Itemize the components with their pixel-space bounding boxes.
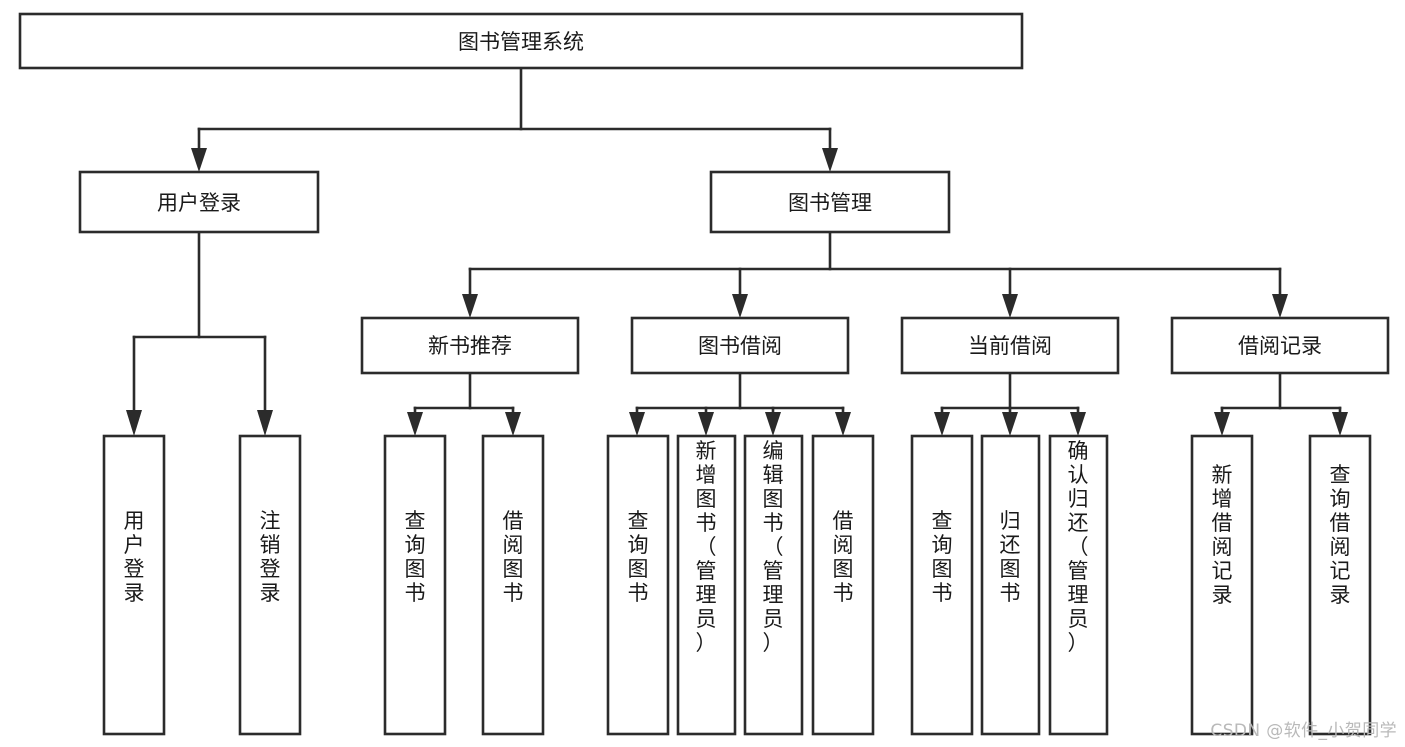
arrow-head-leaf-7 <box>765 412 781 436</box>
arrow-head-leaf-12 <box>1214 412 1230 436</box>
arrow-head-leaf-5 <box>629 412 645 436</box>
node-leaf-6[interactable]: 新增图书（管理员） <box>676 434 737 736</box>
node-leaf-10-box[interactable] <box>980 434 1041 736</box>
node-bookmgmt-box[interactable] <box>709 170 951 234</box>
arrow-head-newbook <box>462 294 478 318</box>
arrow-head-leaf-4 <box>505 412 521 436</box>
node-records-label: 借阅记录 <box>1238 334 1322 358</box>
arrow-head-bookmgmt <box>822 148 838 172</box>
node-leaf-4-box[interactable] <box>481 434 545 736</box>
node-leaf-13-box[interactable] <box>1308 434 1372 736</box>
node-current-box[interactable] <box>900 316 1120 375</box>
node-leaf-5-label: 查询图书 <box>628 509 649 605</box>
node-leaf-2[interactable]: 注销登录 <box>238 434 302 736</box>
arrow-head-leaf-6 <box>698 412 714 436</box>
node-leaf-7[interactable]: 编辑图书（管理员） <box>743 434 804 736</box>
node-newbook-label: 新书推荐 <box>428 334 512 358</box>
arrow-head-leaf-11 <box>1070 412 1086 436</box>
node-records-box[interactable] <box>1170 316 1390 375</box>
node-leaf-1[interactable]: 用户登录 <box>102 434 166 736</box>
node-borrow-label: 图书借阅 <box>698 334 782 358</box>
node-leaf-7-box[interactable] <box>743 434 804 736</box>
node-root[interactable]: 图书管理系统 <box>18 12 1024 70</box>
node-leaf-8-box[interactable] <box>811 434 875 736</box>
node-leaf-12-label: 新增借阅记录 <box>1212 463 1233 607</box>
node-leaf-3-box[interactable] <box>383 434 447 736</box>
node-login-box[interactable] <box>78 170 320 234</box>
node-newbook-box[interactable] <box>360 316 580 375</box>
node-leaf-2-box[interactable] <box>238 434 302 736</box>
node-borrow[interactable]: 图书借阅 <box>630 316 850 375</box>
node-current[interactable]: 当前借阅 <box>900 316 1120 375</box>
node-borrow-box[interactable] <box>630 316 850 375</box>
node-leaf-3-label: 查询图书 <box>405 509 426 605</box>
arrow-head-leaf-3 <box>407 412 423 436</box>
node-leaf-5-box[interactable] <box>606 434 670 736</box>
arrow-head-leaf-13 <box>1332 412 1348 436</box>
arrow-head-leaf-1 <box>126 410 142 436</box>
node-leaf-10[interactable]: 归还图书 <box>980 434 1041 736</box>
node-leaf-13[interactable]: 查询借阅记录 <box>1308 434 1372 736</box>
node-leaf-4-label: 借阅图书 <box>503 509 524 605</box>
node-leaf-7-label: 编辑图书（管理员） <box>763 439 784 655</box>
node-leaf-12-box[interactable] <box>1190 434 1254 736</box>
node-leaf-6-box[interactable] <box>676 434 737 736</box>
node-records[interactable]: 借阅记录 <box>1170 316 1390 375</box>
node-leaf-9-box[interactable] <box>910 434 974 736</box>
node-leaf-5[interactable]: 查询图书 <box>606 434 670 736</box>
node-leaf-11-box[interactable] <box>1048 434 1109 736</box>
node-leaf-2-label: 注销登录 <box>260 509 281 605</box>
node-leaf-1-box[interactable] <box>102 434 166 736</box>
node-leaf-3[interactable]: 查询图书 <box>383 434 447 736</box>
node-login[interactable]: 用户登录 <box>78 170 320 234</box>
node-leaf-1-label: 用户登录 <box>124 509 145 605</box>
arrow-head-records <box>1272 294 1288 318</box>
arrow-head-leaf-10 <box>1002 412 1018 436</box>
node-leaf-9[interactable]: 查询图书 <box>910 434 974 736</box>
node-leaf-9-label: 查询图书 <box>932 509 953 605</box>
node-newbook[interactable]: 新书推荐 <box>360 316 580 375</box>
node-bookmgmt[interactable]: 图书管理 <box>709 170 951 234</box>
node-leaf-10-label: 归还图书 <box>1000 509 1021 605</box>
arrow-head-leaf-2 <box>257 410 273 436</box>
node-leaf-11-label: 确认归还（管理员） <box>1068 439 1089 655</box>
node-leaf-13-label: 查询借阅记录 <box>1330 463 1351 607</box>
node-leaf-4[interactable]: 借阅图书 <box>481 434 545 736</box>
arrow-head-current <box>1002 294 1018 318</box>
arrow-head-leaf-9 <box>934 412 950 436</box>
arrow-head-leaf-8 <box>835 412 851 436</box>
node-leaf-12[interactable]: 新增借阅记录 <box>1190 434 1254 736</box>
node-leaf-8-label: 借阅图书 <box>833 509 854 605</box>
node-root-box[interactable] <box>18 12 1024 70</box>
arrow-head-login <box>191 148 207 172</box>
node-bookmgmt-label: 图书管理 <box>788 191 872 215</box>
arrow-head-borrow <box>732 294 748 318</box>
connector-layer <box>126 66 1348 436</box>
node-leaf-6-label: 新增图书（管理员） <box>696 439 717 655</box>
node-login-label: 用户登录 <box>157 191 241 215</box>
node-leaf-8[interactable]: 借阅图书 <box>811 434 875 736</box>
csdn-watermark: CSDN @软件_小贺同学 <box>1210 721 1397 741</box>
node-current-label: 当前借阅 <box>968 334 1052 358</box>
node-root-label: 图书管理系统 <box>458 30 584 54</box>
node-leaf-11[interactable]: 确认归还（管理员） <box>1048 434 1109 736</box>
